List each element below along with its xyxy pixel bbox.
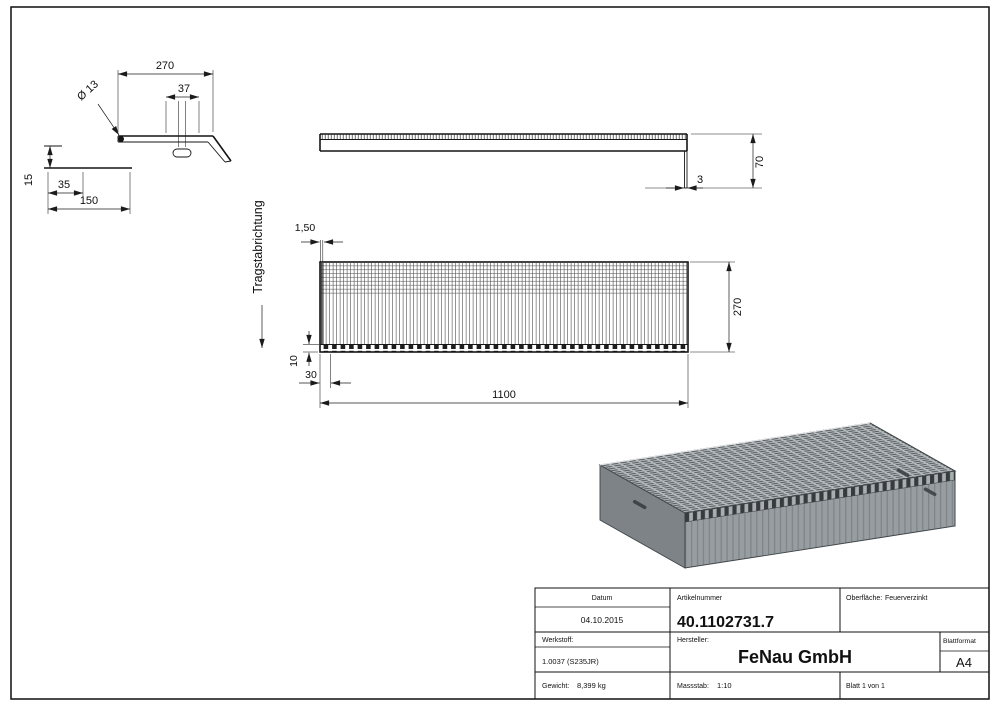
iso-top-edge-highlight <box>599 422 871 466</box>
detail-slant-edge <box>212 135 232 162</box>
dim-step-height-label: 70 <box>754 156 766 168</box>
sheet-format-value: A4 <box>956 655 972 670</box>
dim-length-label: 1100 <box>492 389 516 401</box>
dim-hole-inset-label: 35 <box>58 179 70 191</box>
iso-view <box>598 422 957 569</box>
dim-depth-label: 270 <box>732 298 744 316</box>
dim-hole-diameter-label: Ø 13 <box>75 78 101 103</box>
scale-label: Massstab: <box>677 683 709 690</box>
weight-label: Gewicht: <box>542 683 569 690</box>
title-block-outline <box>534 587 990 700</box>
detail-slant-close <box>224 160 232 163</box>
serrated-surface <box>320 134 687 140</box>
surface-label: Oberfläche: <box>846 595 882 602</box>
frame-rect <box>10 6 990 700</box>
bearing-bar-direction-label: Tragstabrichtung <box>251 200 265 293</box>
dim-slot-offset-label: 37 <box>178 83 190 95</box>
detail-slant-inner <box>207 141 226 163</box>
detail-view: 270 37 Ø 13 15 35 150 <box>23 60 232 214</box>
scale-value: 1:10 <box>717 681 732 690</box>
manufacturer-value: FeNau GmbH <box>738 647 852 667</box>
sheet-format-label: Blattformat <box>943 638 976 645</box>
iso-slot-left <box>632 499 647 510</box>
dim-hole-pitch-label: 150 <box>80 195 98 207</box>
border-frame <box>10 6 990 700</box>
dim-plate-thickness-label: 3 <box>697 174 703 186</box>
hole-leader-line <box>97 103 120 136</box>
article-number-label: Artikelnummer <box>677 595 723 602</box>
dim-cross-pitch-label: 10 <box>288 355 300 367</box>
surface-value: Feuerverzinkt <box>885 595 927 602</box>
plan-view: Tragstabrichtung 1,50 270 10 30 1100 <box>251 200 744 408</box>
side-view: 3 70 <box>319 133 766 191</box>
dim-overall-width-label: 270 <box>156 60 174 72</box>
article-number-value: 40.1102731.7 <box>677 614 774 631</box>
date-value: 04.10.2015 <box>581 615 624 625</box>
manufacturer-label: Hersteller: <box>677 637 709 644</box>
material-label: Werkstoff: <box>542 637 573 644</box>
material-value: 1.0037 (S235JR) <box>542 657 599 666</box>
bolt-hole <box>118 136 124 142</box>
dim-bearing-pitch-label: 30 <box>305 369 317 381</box>
iso-slot-right <box>923 487 937 497</box>
cross-bars-mesh <box>321 263 687 295</box>
title-block: Datum 04.10.2015 Artikelnummer 40.110273… <box>534 587 990 700</box>
iso-slot-right <box>896 468 910 478</box>
sheet-number-label: Blatt 1 von 1 <box>846 683 885 690</box>
dim-edge-height-label: 15 <box>23 174 35 186</box>
slot-hole <box>172 148 192 158</box>
serrated-nosing-strip <box>321 345 687 352</box>
dim-bearing-bar-thickness-label: 1,50 <box>295 222 316 234</box>
weight-value: 8,399 kg <box>577 681 606 690</box>
plan-outline <box>319 261 689 353</box>
date-label: Datum <box>592 595 613 602</box>
